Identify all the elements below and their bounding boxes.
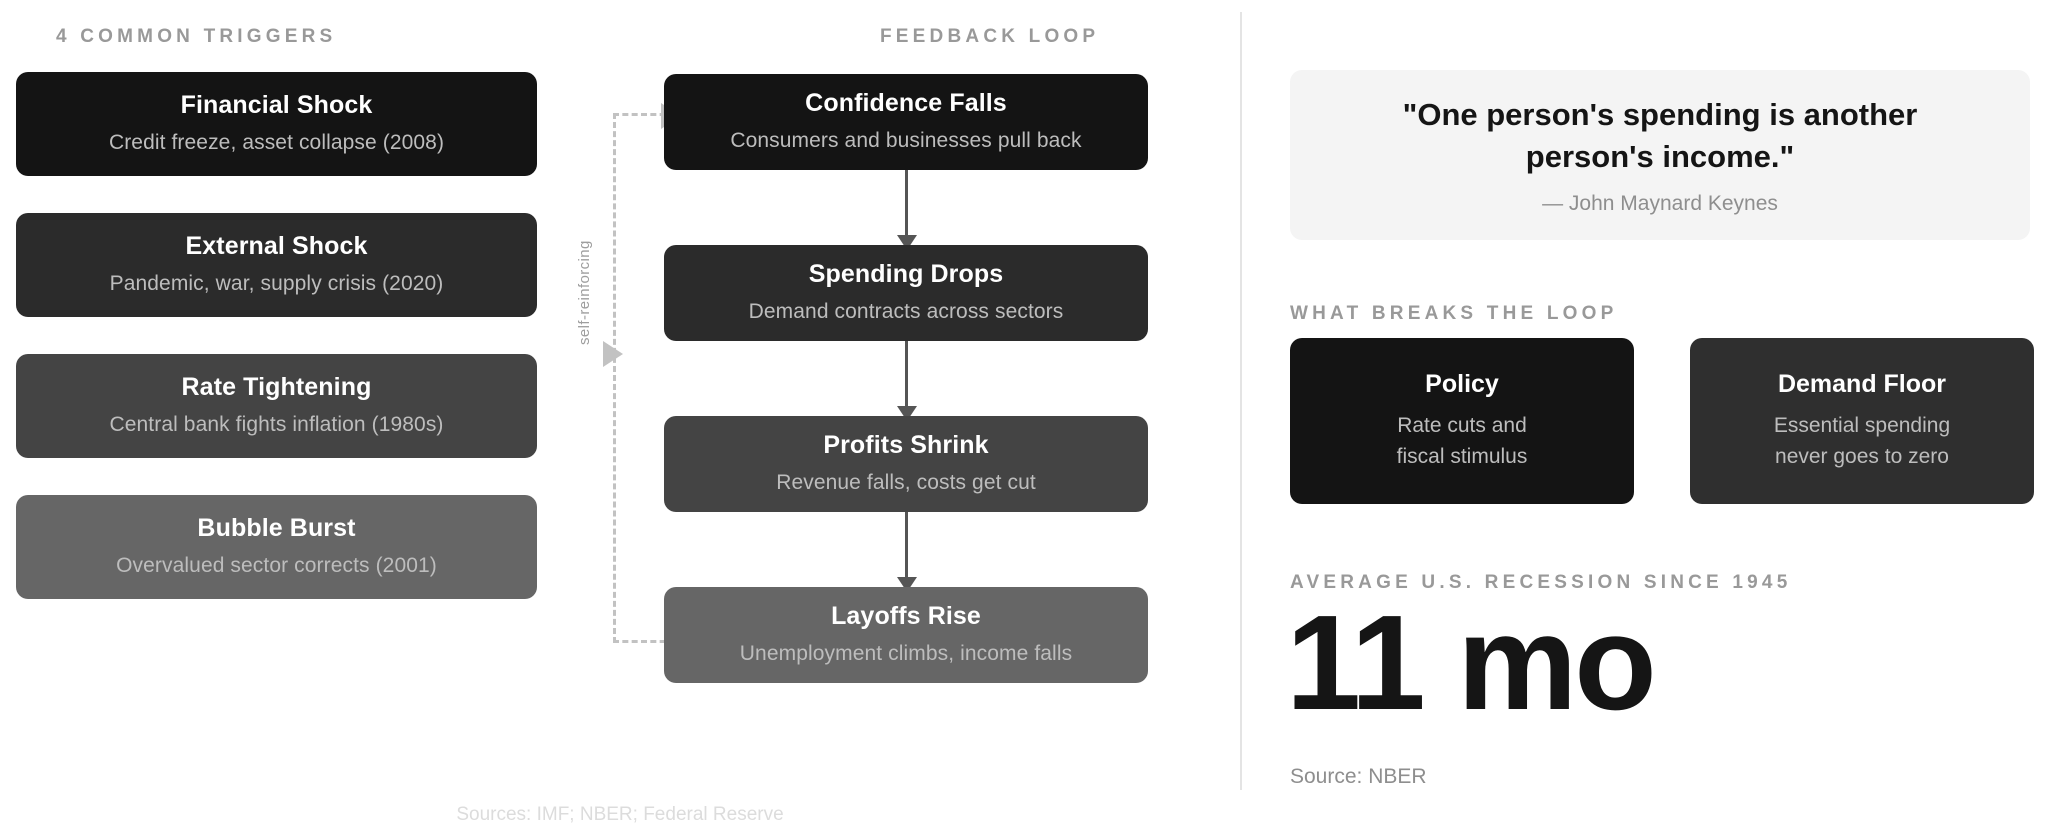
stat-source: Source: NBER xyxy=(1290,765,1427,788)
loop-title: Profits Shrink xyxy=(823,431,989,460)
breaks-loop-heading: WHAT BREAKS THE LOOP xyxy=(1290,303,1618,324)
stat-value: 11 mo xyxy=(1286,587,1657,738)
loop-desc: Consumers and businesses pull back xyxy=(730,129,1082,153)
trigger-card-bubble-burst[interactable]: Bubble Burst Overvalued sector corrects … xyxy=(16,495,537,599)
loop-title: Confidence Falls xyxy=(805,89,1007,118)
loop-card-confidence-falls[interactable]: Confidence Falls Consumers and businesse… xyxy=(664,74,1148,170)
loop-desc: Revenue falls, costs get cut xyxy=(776,471,1036,495)
trigger-card-external-shock[interactable]: External Shock Pandemic, war, supply cri… xyxy=(16,213,537,317)
trigger-title: External Shock xyxy=(185,232,368,261)
trigger-title: Rate Tightening xyxy=(181,373,372,402)
quote-attribution: — John Maynard Keynes xyxy=(1542,191,1778,215)
loop-card-layoffs-rise[interactable]: Layoffs Rise Unemployment climbs, income… xyxy=(664,587,1148,683)
feedback-path-top xyxy=(613,113,675,116)
feedback-path-vertical xyxy=(613,113,616,643)
loop-arrow-2 xyxy=(905,341,908,420)
trigger-title: Bubble Burst xyxy=(197,514,356,543)
footer-sources: Sources: IMF; NBER; Federal Reserve xyxy=(456,804,784,825)
break-title: Policy xyxy=(1425,370,1499,399)
trigger-card-financial-shock[interactable]: Financial Shock Credit freeze, asset col… xyxy=(16,72,537,176)
loop-arrow-3 xyxy=(905,512,908,591)
loop-title: Layoffs Rise xyxy=(831,602,981,631)
trigger-desc: Central bank fights inflation (1980s) xyxy=(109,413,444,437)
feedback-arrowhead-mid xyxy=(603,341,623,367)
stat-heading: AVERAGE U.S. RECESSION SINCE 1945 xyxy=(1290,572,1792,593)
loop-desc: Unemployment climbs, income falls xyxy=(739,642,1073,666)
vertical-divider xyxy=(1240,12,1242,790)
self-reinforcing-label: self-reinforcing xyxy=(576,240,593,345)
loop-desc: Demand contracts across sectors xyxy=(748,300,1064,324)
loop-card-spending-drops[interactable]: Spending Drops Demand contracts across s… xyxy=(664,245,1148,341)
feedback-path-bottom xyxy=(613,640,675,643)
trigger-card-rate-tightening[interactable]: Rate Tightening Central bank fights infl… xyxy=(16,354,537,458)
trigger-desc: Overvalued sector corrects (2001) xyxy=(116,554,437,578)
quote-text: "One person's spending is another person… xyxy=(1402,97,1918,174)
loop-card-profits-shrink[interactable]: Profits Shrink Revenue falls, costs get … xyxy=(664,416,1148,512)
break-title: Demand Floor xyxy=(1777,370,1947,399)
loop-arrow-1 xyxy=(905,170,908,249)
keynes-quote-box: "One person's spending is another person… xyxy=(1290,70,2030,240)
loop-title: Spending Drops xyxy=(808,260,1004,289)
trigger-desc: Pandemic, war, supply crisis (2020) xyxy=(109,272,444,296)
feedback-loop-heading: FEEDBACK LOOP xyxy=(880,26,1100,47)
trigger-title: Financial Shock xyxy=(180,91,373,120)
trigger-desc: Credit freeze, asset collapse (2008) xyxy=(108,131,445,155)
triggers-heading: 4 COMMON TRIGGERS xyxy=(56,26,337,47)
